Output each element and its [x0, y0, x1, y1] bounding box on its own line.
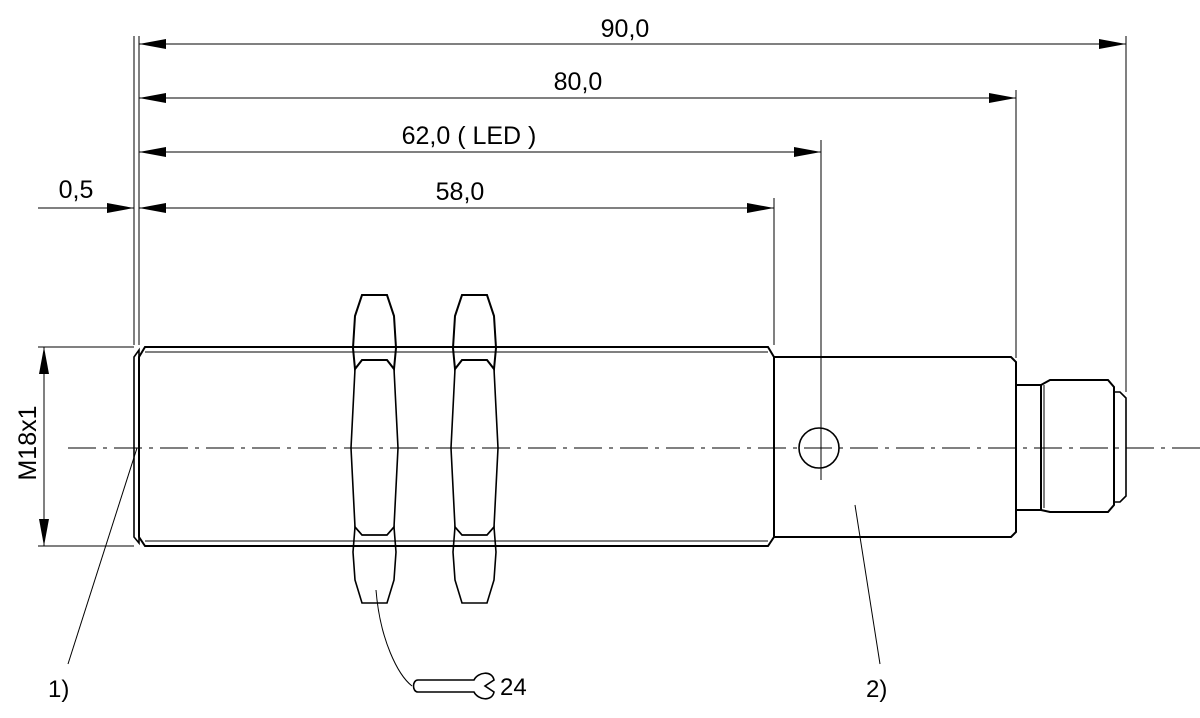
dimension-face-offset: 0,5 [38, 176, 134, 213]
dimension-thread-diameter: M18x1 [14, 347, 49, 546]
dim-face-offset-text: 0,5 [59, 176, 94, 204]
dim-led-text: 62,0 ( LED ) [402, 122, 537, 150]
wrench-callout: 24 [375, 589, 527, 701]
dimension-thread-length: 58,0 [139, 178, 774, 213]
dim-thread-text: M18x1 [14, 405, 42, 480]
note1-text: 1) [48, 676, 69, 703]
dim-overall-text: 90,0 [601, 15, 650, 43]
note-2: 2) [854, 504, 887, 703]
note-1: 1) [48, 447, 138, 703]
dimension-overall: 90,0 [139, 15, 1126, 49]
note2-text: 2) [866, 676, 887, 703]
dim-thread-length-text: 58,0 [436, 178, 485, 206]
sensor-body [133, 346, 1127, 547]
extension-lines [38, 36, 1127, 547]
dim-body-text: 80,0 [554, 68, 603, 96]
dimension-body-to-connector: 80,0 [139, 68, 1016, 103]
dimension-led: 62,0 ( LED ) [139, 122, 821, 157]
lock-nut-left [350, 294, 399, 604]
lock-nut-right [450, 294, 499, 604]
wrench-size-text: 24 [500, 674, 527, 701]
wrench-icon [412, 672, 495, 700]
